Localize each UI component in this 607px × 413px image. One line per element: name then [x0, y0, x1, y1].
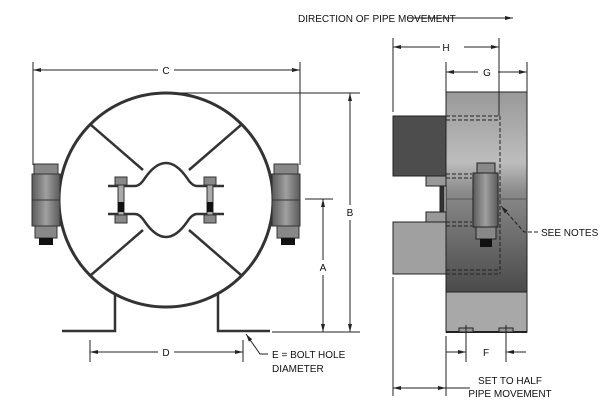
- front-view: [31, 91, 301, 333]
- clamp-bolt-left: [114, 176, 128, 224]
- lower-block: [392, 221, 447, 275]
- dim-label-f: F: [483, 348, 489, 359]
- pipe-clamp-top: [108, 161, 224, 188]
- upper-block: [392, 115, 447, 177]
- dim-label-g: G: [483, 68, 491, 79]
- set-to-half-line2: PIPE MOVEMENT: [468, 389, 551, 400]
- dim-label-a: A: [320, 263, 327, 274]
- dim-label-e-line2: DIAMETER: [272, 364, 324, 375]
- set-to-half-line1: SET TO HALF: [478, 376, 542, 387]
- right-foot: [216, 293, 270, 333]
- pipe-clamp-bottom: [108, 212, 224, 239]
- side-bolt-right: [271, 163, 301, 245]
- dim-label-d: D: [162, 348, 169, 359]
- guide-base: [445, 291, 528, 333]
- struts: [90, 124, 242, 276]
- dim-label-b: B: [347, 208, 354, 219]
- see-notes-label: SEE NOTES: [541, 228, 599, 239]
- clamp-bolt-right: [203, 176, 217, 224]
- front-dimensions: [32, 62, 360, 362]
- left-foot: [62, 293, 117, 333]
- side-bolt-left: [31, 163, 61, 245]
- dim-label-c: C: [162, 66, 169, 77]
- direction-of-pipe-movement-label: DIRECTION OF PIPE MOVEMENT: [298, 14, 456, 25]
- side-dimensions: [392, 16, 538, 396]
- side-bolt: [472, 162, 499, 247]
- dim-label-e-line1: E = BOLT HOLE: [272, 350, 346, 361]
- dim-label-h: H: [442, 43, 449, 54]
